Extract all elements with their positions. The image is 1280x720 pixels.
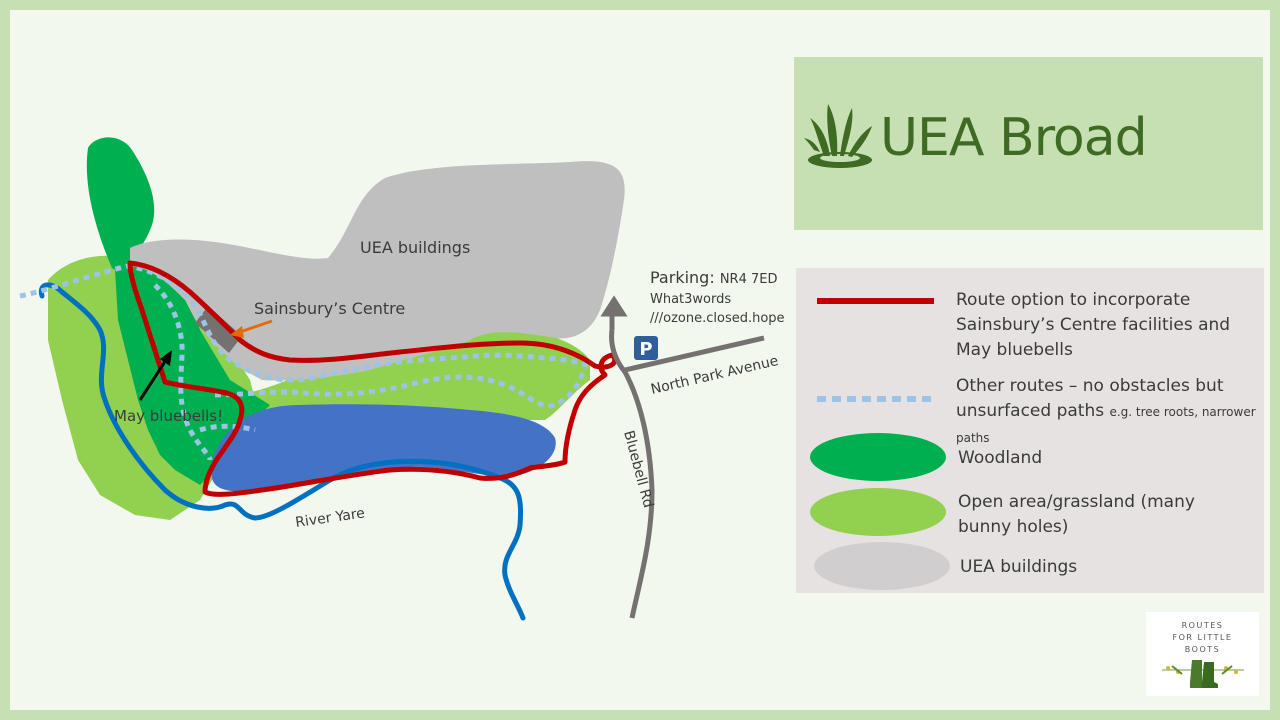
legend-red-route-swatch [817,298,934,304]
legend-grassland-text: Open area/grassland (many bunny holes) [958,492,1195,537]
what3words-label: What3words [650,292,732,307]
parking-text: Parking: [650,268,715,287]
sainsburys-arrowhead [230,326,244,338]
legend-buildings-swatch [814,542,950,590]
legend-dotted-route-text: Other routes – no obstacles but unsurfac… [956,374,1261,451]
parking-postcode: NR4 7ED [719,272,778,287]
boots-icon [1162,660,1244,688]
parking-icon [634,336,658,360]
what3words-address: ///ozone.closed.hope [650,311,785,326]
logo-line-3: BOOTS [1184,645,1221,654]
woodland-area-north [86,137,155,275]
legend-grassland-swatch [810,488,946,536]
legend-dotted-route-small: e.g. tree roots, narrower paths [956,405,1256,445]
legend-woodland-swatch [810,433,946,481]
legend-dotted-route-main: Other routes – no obstacles but unsurfac… [956,376,1224,421]
splash-plant-icon [804,104,872,168]
logo-line-2: FOR LITTLE [1172,633,1233,642]
sainsburys-arrow [239,319,273,334]
north-park-avenue-road [624,335,765,373]
bluebell-rd-arrow [600,295,628,330]
legend [796,268,1264,593]
dotted-route-connector [199,423,256,433]
dotted-route-west [153,283,213,461]
legend-buildings-text: UEA buildings [960,557,1078,577]
title-box [794,57,1263,230]
parking-label: Parking: NR4 7ED [650,268,777,287]
sainsburys-centre-building [195,306,242,353]
bluebell-rd-road [609,329,655,619]
river-yare [38,282,526,621]
legend-woodland-text: Woodland [958,448,1043,468]
legend-dotted-route-swatch [817,396,934,402]
logo-line-1: ROUTES [1181,621,1224,630]
bluebells-arrow [138,359,168,401]
page-title: UEA Broad [880,108,1148,168]
legend-red-route-text: Route option to incorporate Sainsbury’s … [956,290,1231,360]
red-route [127,260,618,497]
routes-for-little-boots-logo: ROUTES FOR LITTLE BOOTS [1146,612,1259,696]
sainsburys-centre-label: Sainsbury’s Centre [254,299,406,318]
map: P North Park Avenue Bluebell Rd River Ya… [19,137,780,621]
uea-buildings-label: UEA buildings [360,238,471,257]
bluebells-arrowhead [160,350,172,366]
may-bluebells-label: May bluebells! [114,407,224,425]
uea-buildings-area [130,161,625,381]
parking-symbol: P [639,339,652,360]
river-yare-label: River Yare [294,505,366,531]
